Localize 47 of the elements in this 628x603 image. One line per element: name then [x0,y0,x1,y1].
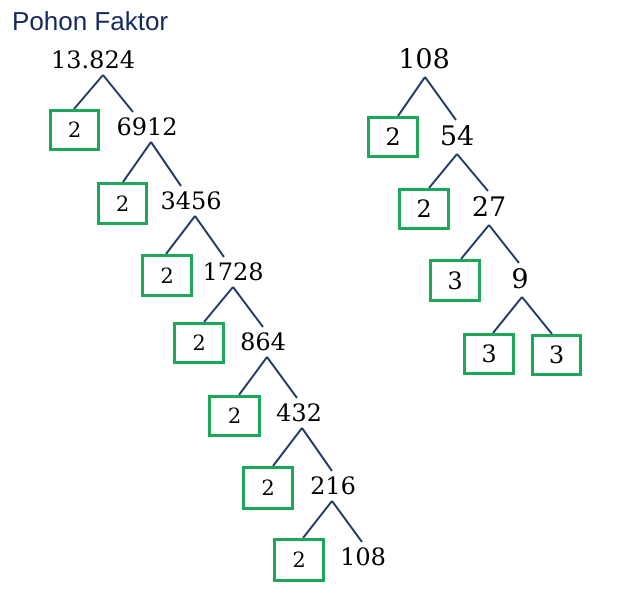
branch-line [232,286,264,328]
composite-number: 108 [340,542,386,572]
branch-line [272,427,303,467]
prime-factor-box: 2 [398,188,450,230]
branch-line [73,74,104,110]
prime-factor-box: 2 [173,322,225,364]
branch-line [194,215,225,258]
branch-line [150,141,182,187]
prime-factor-box: 2 [208,395,261,437]
composite-number: 864 [240,327,286,357]
composite-number: 9 [511,263,529,297]
prime-factor-box: 2 [273,538,325,582]
composite-number: 108 [398,43,450,77]
composite-number: 54 [440,120,474,154]
branch-line [301,427,333,472]
branch-line [397,76,426,117]
composite-number: 1728 [202,257,264,287]
branch-line [331,500,363,543]
branch-line [266,356,298,399]
branch-line [302,500,333,539]
prime-factor-box: 2 [242,466,294,510]
composite-number: 6912 [116,112,178,142]
branch-line [424,76,457,121]
branch-line [122,141,152,183]
branch-line [238,356,268,396]
composite-number: 216 [310,471,356,501]
branch-line [488,224,520,264]
composite-number: 432 [276,398,322,428]
prime-factor-box: 3 [463,333,515,375]
prime-factor-box: 2 [367,116,419,158]
prime-factor-box: 2 [49,109,100,151]
branch-line [165,215,196,255]
branch-line [456,153,489,192]
branch-line [102,74,134,113]
composite-number: 27 [472,191,506,225]
branch-line [428,153,458,189]
composite-number: 3456 [160,186,222,216]
prime-factor-box: 3 [531,334,582,376]
branch-line [460,224,490,260]
branch-line [521,296,553,335]
prime-factor-box: 2 [141,254,193,297]
branch-line [492,296,523,334]
composite-number: 13.824 [51,45,135,75]
prime-factor-box: 2 [97,182,148,225]
title: Pohon Faktor [12,5,168,37]
branch-line [203,286,234,323]
prime-factor-box: 3 [429,259,481,302]
